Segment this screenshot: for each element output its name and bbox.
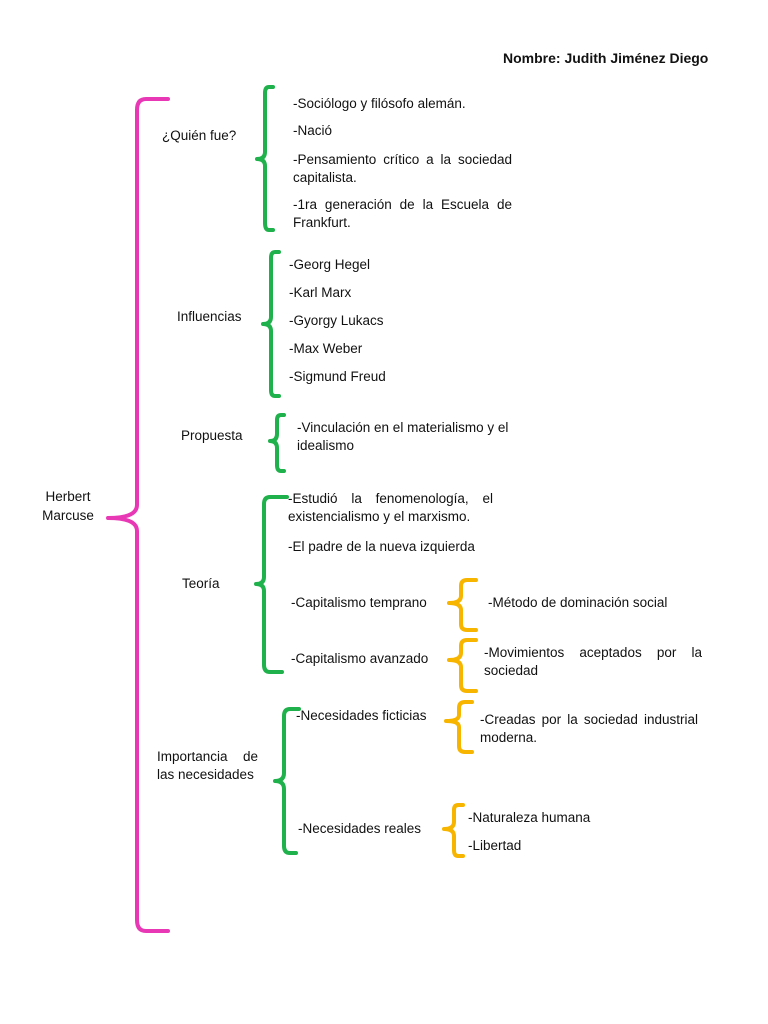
quien-item: -Pensamiento crítico a la sociedad capit… bbox=[293, 152, 512, 185]
influencias-item: -Gyorgy Lukacs bbox=[289, 313, 384, 328]
branch-label-quien: ¿Quién fue? bbox=[162, 128, 237, 143]
bracket-avanzado bbox=[447, 638, 478, 693]
branch-label-necesidades: Importancia de las necesidades bbox=[157, 749, 258, 782]
branch-label-teoria: Teoría bbox=[182, 576, 220, 591]
quien-item: -1ra generación de la Escuela de Frankfu… bbox=[293, 197, 512, 230]
necesidades-item: -Necesidades reales bbox=[298, 821, 422, 836]
ficticias-detail: -Creadas por la sociedad industrial mode… bbox=[480, 712, 698, 745]
teoria-item: -El padre de la nueva izquierda bbox=[288, 539, 475, 554]
influencias-item: -Karl Marx bbox=[289, 285, 352, 300]
branch-label-influencias: Influencias bbox=[177, 309, 242, 324]
influencias-item: -Sigmund Freud bbox=[289, 369, 386, 384]
quien-item: -Sociólogo y filósofo alemán. bbox=[293, 96, 466, 111]
bracket-necesidades bbox=[273, 707, 301, 855]
avanzado-detail: -Movimientos aceptados por la sociedad bbox=[484, 645, 702, 678]
reales-detail: -Libertad bbox=[468, 838, 522, 853]
influencias-item: -Georg Hegel bbox=[289, 257, 371, 272]
teoria-item: -Capitalismo temprano bbox=[291, 595, 427, 610]
author-name: Nombre: Judith Jiménez Diego bbox=[503, 50, 709, 66]
necesidades-item: -Necesidades ficticias bbox=[296, 708, 427, 723]
propuesta-item: -Vinculación en el materialismo y el ide… bbox=[297, 420, 509, 453]
temprano-detail: -Método de dominación social bbox=[488, 595, 668, 610]
teoria-item: -Capitalismo avanzado bbox=[291, 651, 429, 666]
main-bracket bbox=[106, 97, 170, 933]
quien-item: -Nació bbox=[293, 123, 333, 138]
reales-detail: -Naturaleza humana bbox=[468, 810, 591, 825]
bracket-influencias bbox=[261, 250, 281, 398]
bracket-temprano bbox=[447, 578, 478, 632]
root-topic: Herbert Marcuse bbox=[42, 489, 94, 523]
branch-label-propuesta: Propuesta bbox=[181, 428, 243, 443]
teoria-item: -Estudió la fenomenología, el existencia… bbox=[288, 491, 493, 524]
bracket-quien bbox=[255, 85, 275, 232]
influencias-item: -Max Weber bbox=[289, 341, 363, 356]
bracket-teoria bbox=[254, 495, 289, 674]
bracket-ficticias bbox=[444, 700, 474, 754]
bracket-reales bbox=[442, 803, 465, 858]
bracket-propuesta bbox=[268, 413, 286, 473]
